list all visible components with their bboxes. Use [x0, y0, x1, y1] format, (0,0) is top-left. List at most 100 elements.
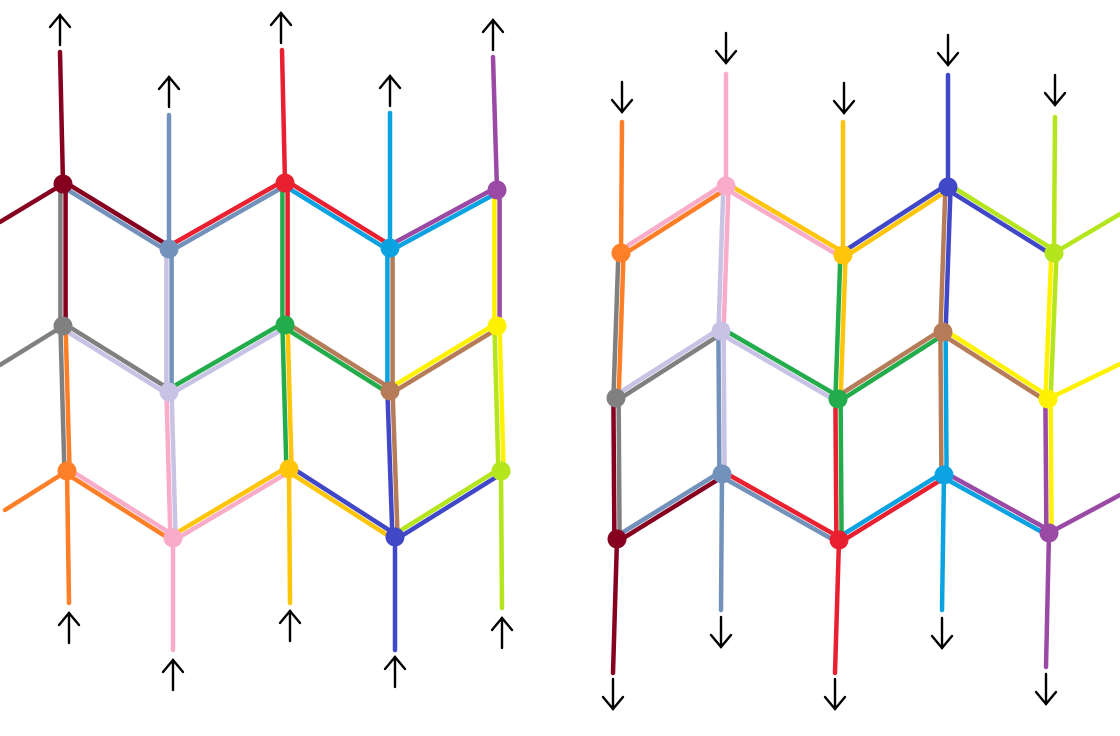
right-top-lime	[1051, 114, 1058, 256]
left-arrow-bottom-3	[278, 609, 302, 643]
left-bottom-orange	[64, 468, 72, 606]
right-edge-bc-a	[722, 185, 844, 260]
right-edge-jp-a	[1043, 396, 1049, 536]
right-edge-cd-a	[842, 186, 952, 260]
arrow-layer	[48, 11, 1067, 711]
left-node-gray	[53, 316, 73, 336]
right-arrow-top-5	[1043, 73, 1067, 107]
left-arrow-top-2	[157, 75, 181, 109]
left-node-maroon	[53, 174, 73, 194]
right-node-slateblue	[712, 464, 732, 484]
left-edge-fg-b	[62, 321, 173, 393]
right-arrow-bottom-1-head	[601, 695, 625, 711]
left-arrow-bottom-5	[490, 616, 514, 650]
right-arrow-bottom-3	[823, 677, 847, 711]
left-edge-bc-a	[168, 183, 289, 254]
left-edge-no-b	[288, 464, 399, 538]
right-node-green	[828, 389, 848, 409]
right-edge-hn-b	[838, 396, 844, 543]
right-node-brown	[933, 322, 953, 342]
left-arrow-bottom-5-head	[490, 616, 514, 632]
left-node-yellow	[487, 316, 507, 336]
right-arrow-top-4-head	[936, 51, 960, 67]
left-edge-cd-a	[281, 182, 391, 253]
right-bottom-purple	[1043, 530, 1052, 670]
right-arrow-top-5-head	[1043, 91, 1067, 107]
left-node-red	[275, 173, 295, 193]
left-edge-bc-b	[165, 178, 286, 249]
left-arrow-bottom-2	[161, 658, 185, 692]
right-arrow-bottom-3-head	[823, 695, 847, 711]
right-bottom-maroon	[610, 536, 620, 676]
left-edge-gm-b	[169, 389, 178, 541]
left-edge-gh-b	[165, 320, 286, 392]
right-edge-op-a	[940, 475, 1050, 538]
left-edge-jp-a	[492, 323, 501, 474]
right-arrow-bottom-2-head	[709, 633, 733, 649]
left-top-maroon	[57, 49, 66, 187]
left-edge-io-a	[385, 388, 395, 540]
right-arrow-bottom-2	[709, 615, 733, 649]
right-edge-ab-b	[617, 181, 727, 254]
left-edge-op-a	[394, 470, 505, 542]
right-edge-ch-a	[833, 252, 843, 402]
right-edge-gm-b	[721, 328, 727, 477]
left-edge-hn-a	[280, 322, 289, 472]
left-node-brown	[380, 381, 400, 401]
right-stub-purple	[1046, 492, 1120, 536]
right-node-sky	[934, 465, 954, 485]
right-edge-ej-b	[1048, 250, 1059, 402]
left-edge-hi-a	[281, 324, 391, 396]
left-edge-km-a	[63, 470, 174, 543]
left-arrow-bottom-1-head	[57, 611, 81, 627]
left-stub-maroon	[0, 181, 66, 225]
left-edge-de-b	[386, 185, 499, 248]
right-node-yellow	[1038, 389, 1058, 409]
left-edge-km-b	[66, 466, 177, 539]
right-edge-no-a	[838, 474, 948, 545]
edge-layer	[0, 47, 1120, 676]
right-edge-km-a	[616, 473, 726, 544]
left-edge-hn-b	[285, 322, 294, 472]
right-node-lavender	[711, 321, 731, 341]
left-arrow-top-4-head	[378, 74, 402, 90]
left-edge-mn-a	[172, 468, 293, 543]
right-edge-de-a	[944, 186, 1055, 258]
right-bottom-red	[832, 537, 842, 676]
right-edge-ij-a	[939, 331, 1049, 404]
left-arrow-bottom-2-head	[161, 658, 185, 674]
right-edge-fg-b	[612, 326, 722, 399]
right-edge-ch-b	[838, 252, 848, 402]
left-arrow-top-5	[481, 18, 505, 52]
left-node-pink	[163, 528, 183, 548]
right-arrow-top-2	[714, 31, 738, 65]
right-edge-hi-b	[834, 327, 944, 400]
left-arrow-bottom-4-head	[383, 655, 407, 671]
left-arrow-top-1-head	[48, 13, 72, 29]
left-edge-cd-b	[284, 178, 394, 249]
right-arrow-top-2-head	[714, 49, 738, 65]
right-arrow-bottom-5	[1034, 672, 1058, 706]
right-edge-bg-b	[721, 183, 731, 334]
left-node-orange	[57, 461, 77, 481]
node-layer	[53, 173, 1064, 550]
left-edge-fk-a	[58, 323, 67, 474]
left-edge-no-a	[285, 468, 396, 542]
right-edge-de-b	[947, 182, 1058, 254]
right-edge-di-b	[943, 184, 953, 335]
left-node-sky	[380, 238, 400, 258]
left-edge-ab-b	[62, 179, 173, 250]
left-node-purple	[487, 180, 507, 200]
left-edge-ab-a	[59, 183, 170, 254]
right-arrow-bottom-1	[601, 677, 625, 711]
right-edge-no-b	[835, 470, 945, 541]
right-arrow-bottom-4-head	[930, 634, 954, 650]
right-node-maroon	[607, 529, 627, 549]
right-edge-ej-a	[1043, 250, 1054, 402]
right-node-indigo	[938, 177, 958, 197]
left-edge-io-b	[390, 388, 400, 540]
right-edge-ab-a	[620, 185, 730, 258]
left-arrow-top-2-head	[157, 75, 181, 91]
right-arrow-top-1-head	[610, 98, 634, 114]
